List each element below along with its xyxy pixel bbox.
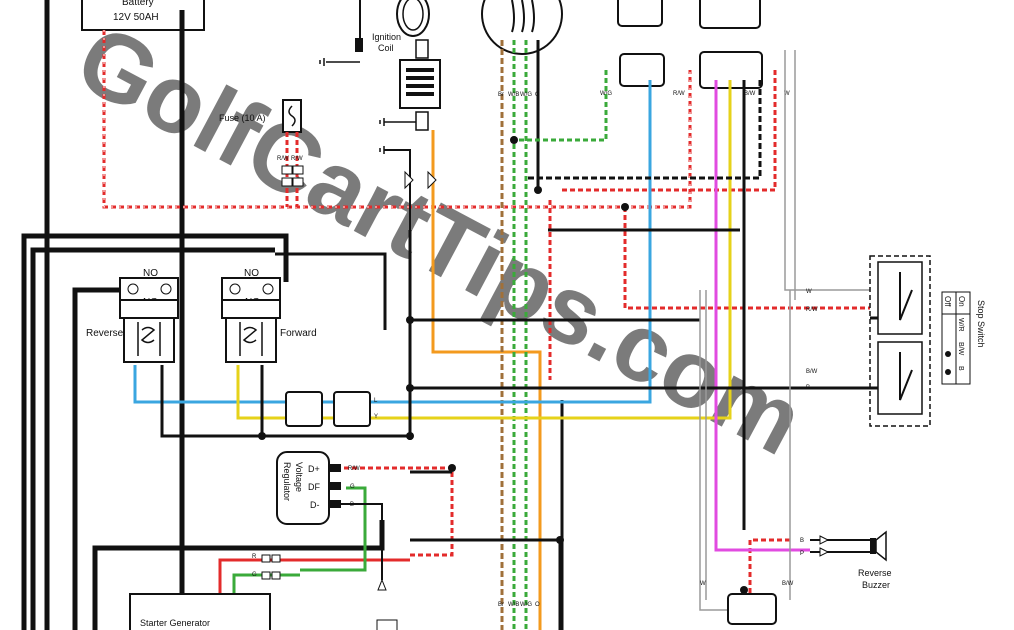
svg-text:W/G: W/G	[520, 602, 532, 608]
ignition-coil-label-1: Ignition	[372, 32, 401, 42]
battery-label: Battery	[122, 0, 154, 8]
stop-bw-label: B/W	[957, 342, 964, 356]
svg-text:B/W: B/W	[744, 91, 756, 97]
fuse-label: Fuse (10 A)	[219, 113, 266, 123]
bundle-bottom-codes: Br W/B W/G O	[498, 602, 540, 608]
svg-text:W: W	[806, 289, 812, 295]
svg-text:W: W	[700, 581, 706, 587]
reg-dminus-label: D-	[310, 500, 320, 510]
stop-on-label: On	[957, 296, 966, 307]
reverse-buzzer-label-1: Reverse	[858, 568, 892, 578]
svg-text:P: P	[800, 551, 804, 557]
fuse-wire-code-1: R/W	[277, 156, 289, 162]
solenoid-reverse: NO NC Reverse	[86, 268, 179, 363]
starter-generator-label: Starter Generator	[140, 618, 210, 628]
svg-text:Br: Br	[498, 92, 504, 98]
svg-text:R/W: R/W	[673, 91, 685, 97]
stop-off-label: Off	[943, 296, 952, 307]
starter-generator: Starter Generator R G	[129, 554, 398, 630]
svg-text:R: R	[252, 554, 257, 560]
stop-switch: Stop Switch On Off W/R B/W B W R/W B/W B	[806, 255, 986, 427]
reverse-label: Reverse	[86, 328, 124, 339]
reg-dplus-label: D+	[308, 464, 320, 474]
colored-wires	[133, 70, 810, 600]
svg-text:O: O	[535, 602, 540, 608]
svg-text:W: W	[784, 91, 790, 97]
svg-text:L: L	[374, 398, 378, 404]
battery-spec: 12V 50AH	[113, 12, 159, 23]
svg-text:Y: Y	[374, 414, 378, 420]
regulator-label-2: Regulator	[282, 462, 292, 501]
battery: Battery 12V 50AH	[81, 0, 205, 31]
round-connector	[481, 0, 563, 55]
voltage-regulator: Voltage Regulator D+ DF D- R/W G B	[276, 451, 383, 580]
svg-text:W/B: W/B	[508, 602, 519, 608]
ignition-coil: Ignition Coil	[319, 0, 542, 630]
svg-text:O: O	[535, 92, 540, 98]
white-wires	[699, 50, 870, 611]
svg-text:Br: Br	[498, 602, 504, 608]
red-white-wires	[102, 30, 870, 605]
svg-text:B: B	[800, 538, 804, 544]
bundle-top-codes: Br W/B W/G O	[498, 92, 540, 98]
svg-text:B: B	[806, 385, 810, 391]
reg-df-label: DF	[308, 482, 320, 492]
svg-text:B/W: B/W	[782, 581, 794, 587]
stop-switch-label: Stop Switch	[976, 300, 986, 348]
ignition-coil-label-2: Coil	[378, 43, 394, 53]
reverse-buzzer-label-2: Buzzer	[862, 580, 890, 590]
junction-dots	[258, 136, 748, 594]
middle-connectors: L Y	[285, 391, 378, 427]
reverse-no-label: NO	[143, 268, 158, 279]
solenoid-forward: NO NC Forward	[221, 268, 317, 363]
svg-text:W/B: W/B	[508, 92, 519, 98]
fuse: Fuse (10 A) R/W R/W	[219, 99, 304, 207]
fuse-wire-code-2: R/W	[291, 156, 303, 162]
forward-no-label: NO	[244, 268, 259, 279]
stop-wr-label: W/R	[957, 318, 964, 332]
svg-text:W/G: W/G	[520, 92, 532, 98]
svg-text:B/W: B/W	[806, 369, 818, 375]
svg-text:R/W: R/W	[806, 307, 818, 313]
reverse-buzzer: B P Reverse Buzzer	[800, 530, 892, 590]
bottom-right-connector: W B/W	[700, 581, 794, 625]
svg-text:G: G	[252, 572, 257, 578]
forward-label: Forward	[280, 328, 317, 339]
regulator-label-1: Voltage	[294, 462, 304, 492]
stop-b-label: B	[957, 366, 964, 371]
svg-text:G: G	[350, 484, 355, 490]
svg-text:R/W: R/W	[348, 466, 360, 472]
